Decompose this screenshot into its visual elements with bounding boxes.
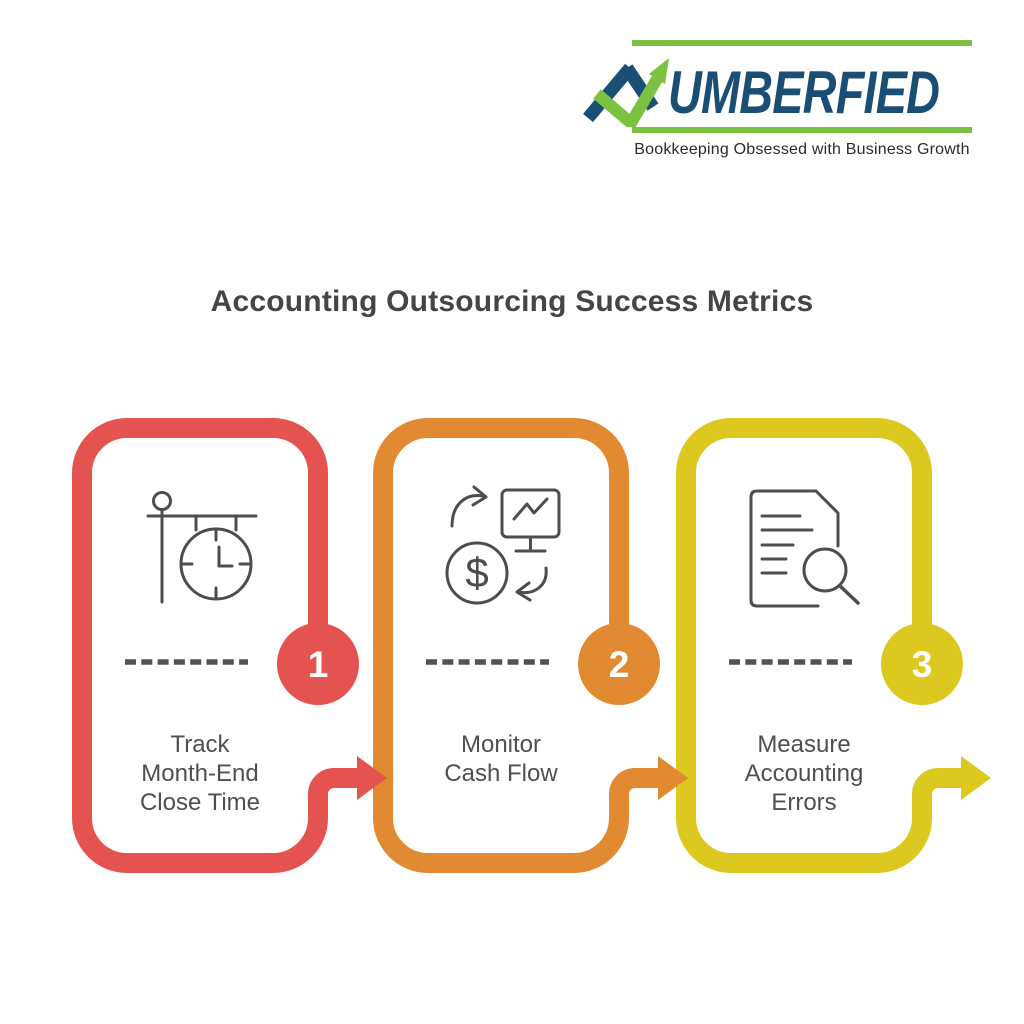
- step-badge: [578, 623, 660, 705]
- step-number: 2: [609, 644, 630, 685]
- card-outline: [72, 418, 357, 873]
- card-outline: [373, 418, 658, 873]
- logo-bottom-rule: [632, 127, 972, 133]
- flow-arrow-icon: [658, 756, 688, 800]
- page-title: Accounting Outsourcing Success Metrics: [210, 285, 814, 318]
- step-label-line: Measure: [757, 731, 850, 758]
- step-badge: [277, 623, 359, 705]
- logo-tagline: Bookkeeping Obsessed with Business Growt…: [634, 141, 970, 158]
- logo-top-rule: [632, 40, 972, 46]
- card-outline: [676, 418, 961, 873]
- brand-wordmark: UMBERFIED: [668, 59, 940, 126]
- dollar-sign: $: [465, 549, 488, 596]
- step-number: 3: [912, 644, 933, 685]
- flow-arrow-icon: [961, 756, 991, 800]
- step-label-line: Close Time: [140, 789, 260, 816]
- step-label-line: Month-End: [141, 760, 258, 787]
- flow-arrow-icon: [357, 756, 387, 800]
- step-label-line: Errors: [771, 789, 836, 816]
- step-number: 1: [308, 644, 329, 685]
- n-arrow-logo-icon: [583, 58, 669, 127]
- step-badge: [881, 623, 963, 705]
- step-label-line: Monitor: [461, 731, 541, 758]
- step-card-3: 3 Measure Accounting Errors: [676, 418, 991, 873]
- step-label-line: Accounting: [745, 760, 864, 787]
- step-label-line: Track: [170, 731, 230, 758]
- numberfied-logo: UMBERFIED Bookkeeping Obsessed with Busi…: [583, 40, 983, 170]
- step-card-2: 2 $ Monitor Cash Flow: [373, 418, 688, 873]
- document-search-icon: [749, 489, 860, 608]
- step-label-line: Cash Flow: [444, 760, 558, 787]
- cash-flow-icon: $: [445, 485, 561, 605]
- hanging-clock-icon: [146, 491, 258, 604]
- step-card-1: 1 Track Month-End Close Time: [72, 418, 387, 873]
